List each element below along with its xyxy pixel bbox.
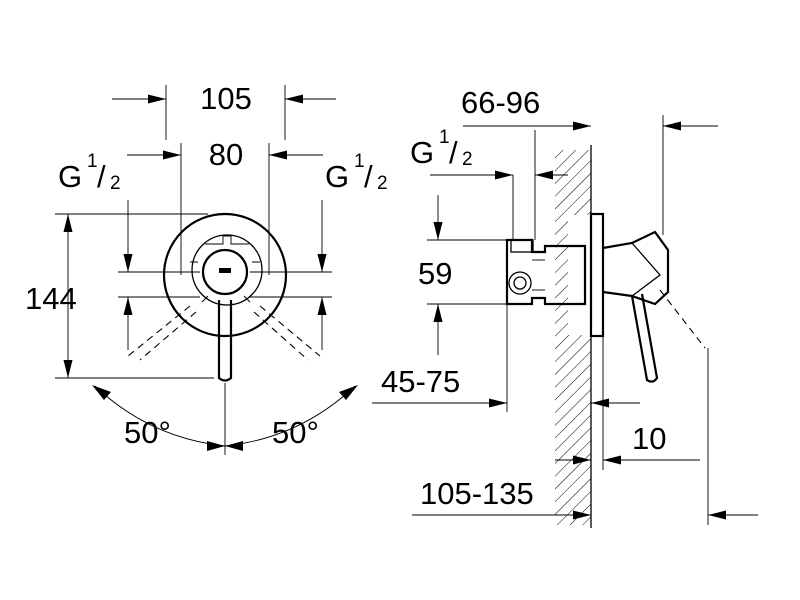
svg-text:G: G	[58, 159, 82, 194]
dim-angle-right	[224, 385, 358, 451]
dim-width-80	[127, 143, 323, 275]
label-thread-left: G 1 / 2	[58, 151, 121, 194]
spindle-cap	[201, 248, 249, 296]
side-view: 66-96 G 1 / 2 59 45-75 10 105-135	[372, 85, 758, 528]
label-total-105-135: 105-135	[420, 476, 534, 511]
label-install-45-75: 45-75	[381, 364, 460, 399]
dim-thread-right	[250, 200, 332, 350]
escutcheon-plate	[162, 212, 288, 338]
lever-handle	[217, 300, 233, 382]
outlet-port-inner	[513, 276, 527, 290]
dim-plate-10	[555, 336, 700, 470]
lever-swing-right	[259, 305, 321, 357]
inlet-nut	[510, 239, 534, 253]
handle-body	[602, 230, 670, 306]
svg-text:1: 1	[354, 151, 365, 172]
label-angle-left: 50°	[124, 415, 171, 450]
dim-thread-side	[430, 170, 568, 240]
svg-text:/: /	[97, 159, 106, 194]
svg-text:1: 1	[87, 151, 98, 172]
cartridge-ring	[191, 234, 263, 306]
svg-text:/: /	[449, 135, 458, 170]
label-height-59: 59	[418, 256, 452, 291]
label-height-144: 144	[25, 281, 77, 316]
dim-width-105	[112, 85, 336, 140]
label-thread-right: G 1 / 2	[325, 151, 388, 194]
svg-text:1: 1	[439, 127, 450, 148]
svg-text:/: /	[364, 159, 373, 194]
spindle-slot	[219, 268, 231, 273]
lever-swing-left	[127, 305, 191, 357]
wall-hatching	[555, 150, 591, 525]
dim-height-59	[427, 195, 507, 355]
label-angle-right: 50°	[272, 415, 319, 450]
handle-cap	[631, 242, 661, 297]
label-width-80: 80	[209, 137, 243, 172]
dim-depth-66-96	[463, 121, 591, 240]
lever-swing-right-2	[253, 311, 309, 361]
label-plate-10: 10	[632, 421, 666, 456]
wall-mask	[568, 215, 592, 335]
dim-angle-left	[92, 385, 226, 451]
label-depth-66-96: 66-96	[461, 85, 540, 120]
svg-text:2: 2	[377, 173, 388, 194]
cover-plate	[589, 212, 605, 338]
dim-height-144	[55, 213, 214, 379]
svg-text:G: G	[410, 135, 434, 170]
dim-handle-reference	[662, 115, 718, 235]
cartridge-lugs	[190, 235, 260, 303]
handle-swing-dashed	[659, 289, 706, 349]
svg-text:2: 2	[462, 149, 473, 170]
svg-text:2: 2	[110, 173, 121, 194]
label-width-105: 105	[200, 81, 252, 116]
handle-lever	[630, 293, 659, 383]
label-thread-side: G 1 / 2	[410, 127, 473, 170]
dim-thread-left	[118, 200, 200, 350]
front-view: 105 80 144 50° 50° G 1 / 2 G 1 / 2	[25, 81, 388, 455]
outlet-port-outer	[508, 271, 532, 295]
dim-total-105-135	[412, 348, 758, 525]
lever-swing-left-2	[139, 311, 197, 361]
svg-text:G: G	[325, 159, 349, 194]
dim-install-45-75	[372, 304, 640, 412]
